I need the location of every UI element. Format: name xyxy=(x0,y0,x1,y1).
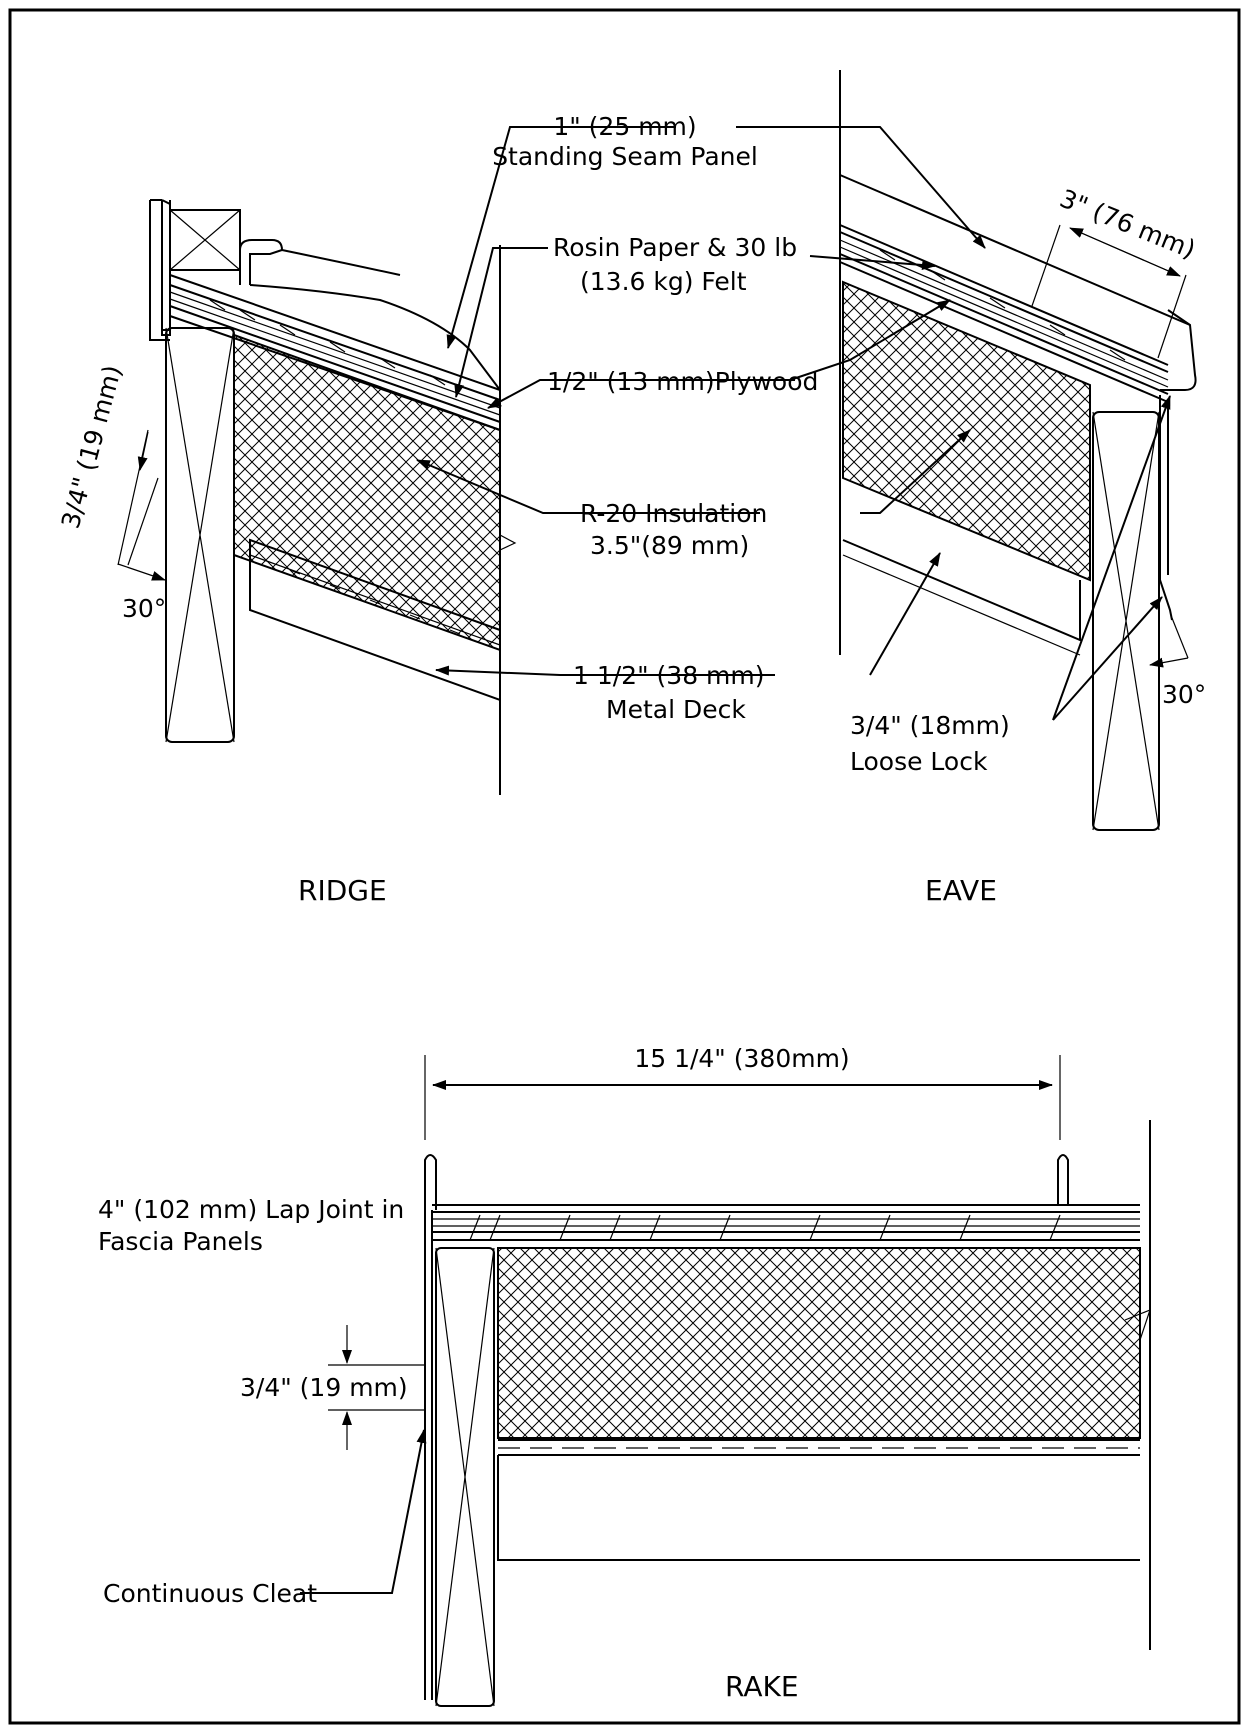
callout-rosin-1: Rosin Paper & 30 lb xyxy=(553,233,797,262)
dim-eave-overhang: 3" (76 mm) xyxy=(1056,184,1200,265)
callout-cleat: Continuous Cleat xyxy=(103,1579,317,1608)
dim-rake-width: 15 1/4" (380mm) xyxy=(634,1044,849,1073)
dim-ridge-hem: 3/4" (19 mm) xyxy=(56,362,127,531)
dim-ridge-angle: 30° xyxy=(122,594,166,623)
callout-standing-seam-2: Standing Seam Panel xyxy=(492,142,758,171)
title-eave: EAVE xyxy=(925,874,997,907)
eave-detail xyxy=(736,70,1197,831)
callout-insulation-1: R-20 Insulation xyxy=(580,499,767,528)
callout-insulation-2: 3.5"(89 mm) xyxy=(590,531,749,560)
callout-loose-lock-1: 3/4" (18mm) xyxy=(850,711,1010,740)
rake-detail xyxy=(300,1055,1151,1707)
callout-rosin-2: (13.6 kg) Felt xyxy=(580,267,747,296)
callout-standing-seam-1: 1" (25 mm) xyxy=(553,112,696,141)
callout-metal-deck-2: Metal Deck xyxy=(606,695,746,724)
ridge-fascia-panel xyxy=(161,200,171,336)
title-rake: RAKE xyxy=(725,1670,799,1703)
title-ridge: RIDGE xyxy=(298,874,387,907)
rake-insulation xyxy=(497,1247,1141,1439)
dim-eave-angle: 30° xyxy=(1162,680,1206,709)
ridge-detail xyxy=(117,126,795,795)
callout-metal-deck-1: 1 1/2" (38 mm) xyxy=(573,661,765,690)
callout-lap-joint-1: 4" (102 mm) Lap Joint in xyxy=(98,1195,404,1224)
eave-metal-deck xyxy=(842,539,1081,642)
dim-rake-hem: 3/4" (19 mm) xyxy=(240,1373,408,1402)
callout-plywood: 1/2" (13 mm)Plywood xyxy=(547,367,818,396)
callout-lap-joint-2: Fascia Panels xyxy=(98,1227,263,1256)
sheet-border xyxy=(8,8,1241,1725)
callout-loose-lock-2: Loose Lock xyxy=(850,747,988,776)
